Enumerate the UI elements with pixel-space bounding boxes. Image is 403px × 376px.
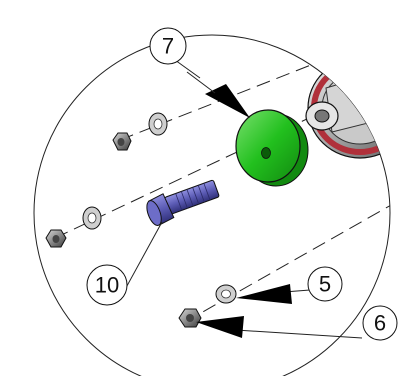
spacer-washer [235,109,309,187]
hex-nut-upper [112,132,132,151]
flat-washer-upper [148,112,168,136]
arrow-6 [196,316,244,338]
leader-line-7 [174,59,201,79]
flat-washer-middle [82,206,102,230]
callout-7-label: 7 [162,34,174,59]
leader-line-10 [121,221,163,296]
callout-7: 7 [149,27,187,65]
callout-5: 5 [307,266,343,302]
callout-10: 10 [86,264,128,306]
arrow-5 [236,284,292,304]
callout-6-label: 6 [374,311,386,336]
hex-nut-lower [178,308,202,328]
bolt [146,179,220,226]
leader-line-6 [235,329,363,339]
callout-6: 6 [362,305,398,341]
arrow-7 [205,84,250,118]
leader-line-7b [186,71,216,94]
hex-nut-middle [45,229,67,248]
callout-10-label: 10 [95,273,119,298]
flat-washer-lower [215,284,237,304]
callout-5-label: 5 [319,272,331,297]
